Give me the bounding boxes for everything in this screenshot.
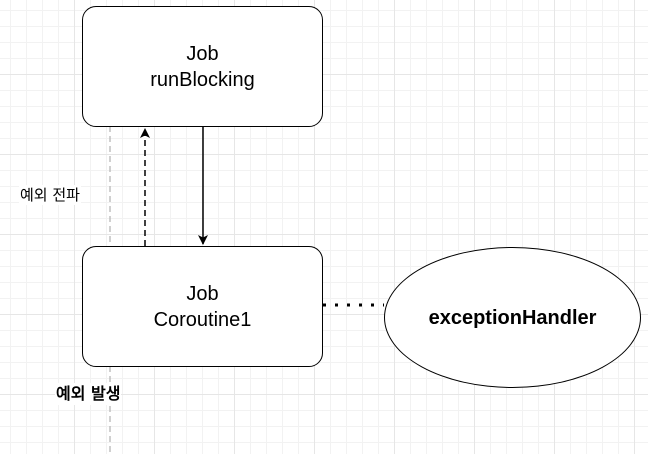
node-subtitle: runBlocking xyxy=(150,68,255,91)
exception-occurrence-label: 예외 발생 xyxy=(55,383,122,405)
exception-propagation-label: 예외 전파 xyxy=(19,185,81,205)
node-title: Job xyxy=(186,42,219,65)
node-title: Job xyxy=(186,282,219,305)
exception-handler-node[interactable]: exceptionHandler xyxy=(384,247,641,388)
job-coroutine1-node[interactable]: Job Coroutine1 xyxy=(82,246,323,367)
handler-label: exceptionHandler xyxy=(428,306,597,329)
job-runblocking-node[interactable]: Job runBlocking xyxy=(82,6,323,127)
node-subtitle: Coroutine1 xyxy=(153,308,252,331)
